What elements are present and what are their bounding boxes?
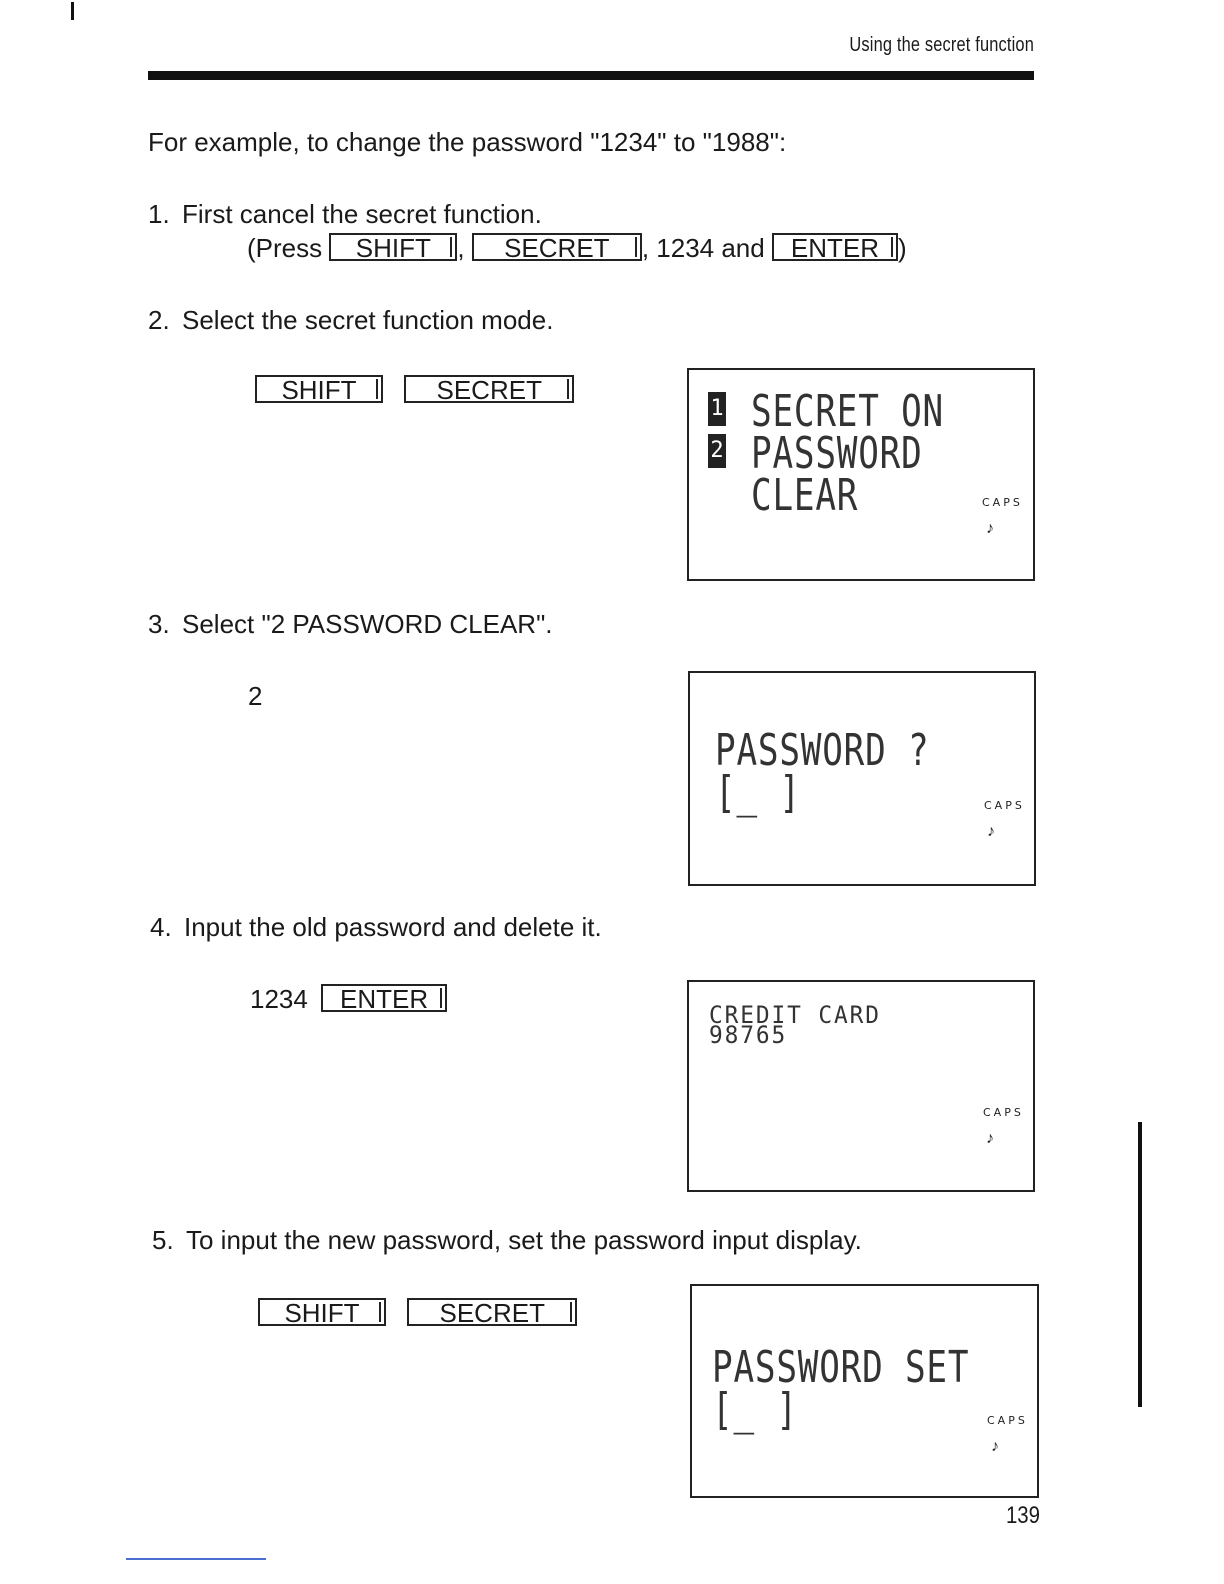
margin-mark: [71, 2, 74, 20]
margin-mark: [1138, 1122, 1142, 1407]
sound-icon: ♪: [986, 520, 994, 537]
selection-number-1: 1: [708, 392, 726, 426]
secret-key: SECRET: [471, 233, 642, 261]
step-3-input: 2: [248, 681, 263, 711]
sound-icon: ♪: [987, 823, 995, 840]
enter-key: ENTER: [321, 984, 448, 1012]
step-5-keys: SHIFT SECRET: [258, 1297, 578, 1329]
intro-text: For example, to change the password "123…: [148, 127, 787, 157]
lcd-line-1: CREDIT CARD: [709, 1001, 881, 1029]
selection-number-2: 2: [708, 434, 726, 468]
step-text: Select "2 PASSWORD CLEAR".: [182, 609, 553, 639]
step-number: 1.: [148, 199, 170, 229]
step-number: 4.: [150, 912, 172, 942]
step-text: Select the secret function mode.: [182, 305, 554, 335]
lcd-display-password-prompt: PASSWORD ? [_ ] CAPS ♪: [688, 671, 1036, 886]
separator: ,: [457, 233, 465, 263]
press-label: (Press: [247, 233, 323, 263]
lcd-line-2: 98765: [709, 1021, 788, 1049]
lcd-input-field: [_ ]: [712, 1384, 798, 1435]
shift-key: SHIFT: [255, 375, 383, 403]
lcd-line-3: CLEAR: [751, 470, 859, 521]
shift-key: SHIFT: [258, 1298, 386, 1326]
step-5: 5. To input the new password, set the pas…: [152, 1224, 862, 1256]
step-number: 5.: [152, 1225, 174, 1255]
sound-icon: ♪: [986, 1130, 994, 1147]
lcd-line-1: SECRET ON: [751, 386, 944, 437]
caps-indicator: CAPS: [984, 799, 1025, 812]
step-1: 1. First cancel the secret function.: [148, 198, 542, 230]
step-3: 3. Select "2 PASSWORD CLEAR".: [148, 608, 553, 640]
enter-key: ENTER: [771, 233, 898, 261]
secret-key: SECRET: [407, 1298, 578, 1326]
lcd-line-1: PASSWORD ?: [715, 725, 930, 776]
step-text: First cancel the secret function.: [182, 199, 542, 229]
caps-indicator: CAPS: [982, 496, 1023, 509]
step-number: 2.: [148, 305, 170, 335]
lcd-line-2: PASSWORD: [751, 428, 923, 479]
step-number: 3.: [148, 609, 170, 639]
shift-key: SHIFT: [329, 233, 458, 261]
caps-indicator: CAPS: [987, 1414, 1028, 1427]
step-1-detail: (Press SHIFT, SECRET, 1234 and ENTER): [247, 232, 907, 264]
lcd-input-field: [_ ]: [715, 767, 801, 818]
step-4-input: 1234 ENTER: [250, 983, 448, 1015]
secret-key: SECRET: [404, 375, 575, 403]
lcd-display-password-set: PASSWORD SET [_ ] CAPS ♪: [690, 1284, 1039, 1498]
sound-icon: ♪: [991, 1438, 999, 1455]
step-4: 4. Input the old password and delete it.: [150, 911, 602, 943]
separator: , 1234 and: [641, 233, 765, 263]
step-2: 2. Select the secret function mode.: [148, 304, 553, 336]
blue-rule: [126, 1558, 266, 1560]
header-rule: [148, 71, 1034, 80]
step-text: To input the new password, set the passw…: [186, 1225, 862, 1255]
lcd-line-1: PASSWORD SET: [712, 1342, 970, 1393]
page-number: 139: [1005, 1502, 1040, 1529]
caps-indicator: CAPS: [983, 1106, 1024, 1119]
lcd-display-secret-menu: 1 SECRET ON 2 PASSWORD CLEAR CAPS ♪: [687, 368, 1035, 581]
running-header: Using the secret function: [849, 34, 1034, 56]
step-text: Input the old password and delete it.: [184, 912, 602, 942]
input-digits: 1234: [250, 984, 308, 1014]
step-2-keys: SHIFT SECRET: [255, 374, 575, 406]
lcd-display-credit-card: CREDIT CARD 98765 CAPS ♪: [687, 980, 1035, 1192]
close-paren: ): [897, 233, 907, 263]
